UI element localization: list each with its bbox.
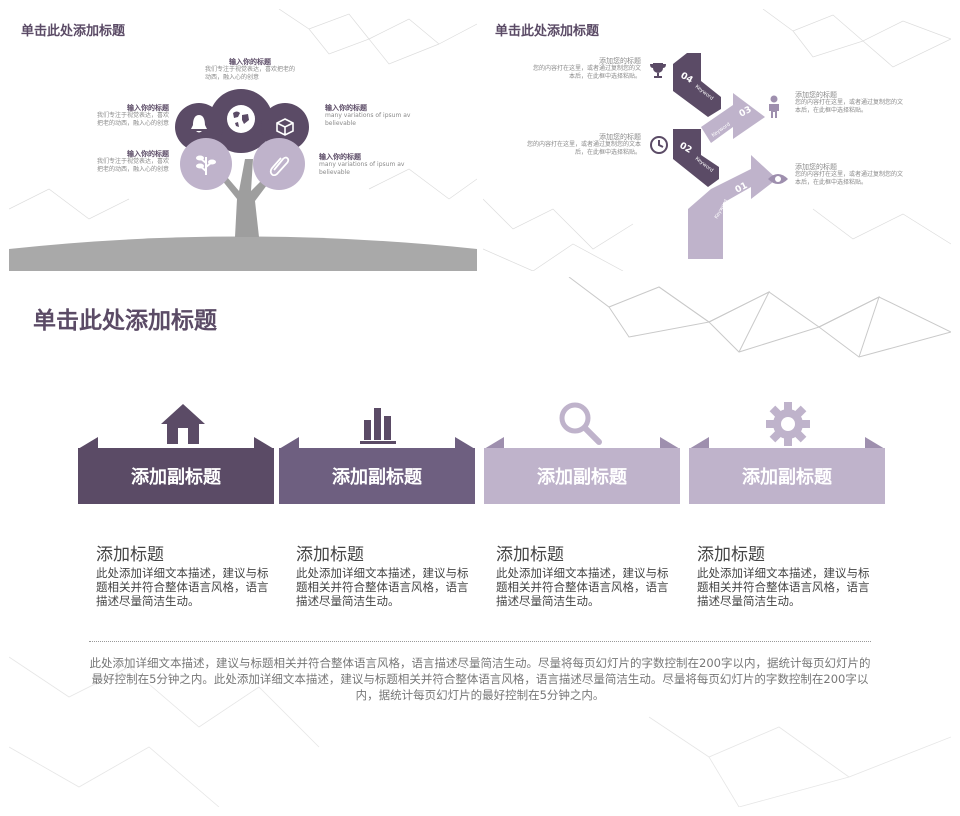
step-text-lower-left: 添加您的标题您的内容打在这里，或者通过复制您的文本后，在此框中选择粘贴。 [526, 133, 641, 156]
globe-icon [227, 105, 255, 133]
text-column-4: 添加标题 此处添加详细文本描述，建议与标题相关并符合整体语言风格，语言描述尽量简… [697, 545, 877, 608]
trophy-icon [650, 63, 666, 78]
tree-trunk [221, 159, 270, 237]
ground-hill [9, 236, 477, 271]
eye-icon [768, 174, 788, 184]
ribbon-fold-1 [78, 437, 274, 449]
column-heading: 添加标题 [296, 545, 364, 565]
background-network-pattern [9, 277, 951, 807]
bar-chart-icon [360, 408, 396, 444]
text-column-2: 添加标题 此处添加详细文本描述，建议与标题相关并符合整体语言风格，语言描述尽量简… [296, 545, 476, 608]
column-body: 此处添加详细文本描述，建议与标题相关并符合整体语言风格，语言描述尽量简洁生动。 [697, 566, 870, 608]
magnifier-icon [559, 402, 602, 445]
leaf-icon [196, 155, 216, 175]
column-heading: 添加标题 [496, 545, 564, 565]
step-02-arrow [673, 129, 719, 187]
ribbon-fold-4 [689, 437, 885, 449]
step-03-arrow [701, 93, 765, 143]
column-body: 此处添加详细文本描述，建议与标题相关并符合整体语言风格，语言描述尽量简洁生动。 [96, 566, 269, 608]
subtitle-label-3: 添加副标题 [484, 448, 680, 504]
slide-staircase-arrows[interactable]: 单击此处添加标题 04 Keyword 03 Keyword 02 Keywor… [483, 9, 951, 271]
box-icon [276, 118, 294, 136]
subtitle-label-1: 添加副标题 [78, 448, 274, 504]
step-text-upper-right: 添加您的标题您的内容打在这里，或者通过复制您的文本后，在此框中选择粘贴。 [795, 91, 904, 114]
person-icon [769, 95, 779, 118]
text-column-3: 添加标题 此处添加详细文本描述，建议与标题相关并符合整体语言风格，语言描述尽量简… [496, 545, 676, 608]
house-icon [161, 404, 205, 444]
tree-item-left-lower: 输入你的标题我们专注于视觉表达，喜欢把老的动西，融入心的创意 [97, 150, 170, 173]
paperclip-icon [269, 156, 290, 176]
step-04-arrow [673, 53, 721, 117]
tree-graphic [9, 89, 477, 271]
slide-title: 单击此处添加标题 [495, 24, 600, 39]
background-network-pattern [483, 9, 951, 271]
subtitle-label-2: 添加副标题 [279, 448, 475, 504]
dotted-divider [89, 641, 871, 642]
subtitle-ribbon-2[interactable]: 添加副标题 [279, 437, 475, 514]
text-column-1: 添加标题 此处添加详细文本描述，建议与标题相关并符合整体语言风格，语言描述尽量简… [96, 545, 276, 608]
subtitle-label-4: 添加副标题 [689, 448, 885, 504]
slide-tree-infographic[interactable]: 单击此处添加标题 输入你的标题我们专注于视觉表达，喜欢把老的动西，融入心的创意 … [9, 9, 477, 271]
step-01-arrow [688, 155, 777, 259]
step-text-lower-right: 添加您的标题您的内容打在这里，或者通过复制您的文本后，在此框中选择粘贴。 [795, 163, 904, 186]
tree-item-top: 输入你的标题我们专注于视觉表达，喜欢把老的动西，融入心的创意 [205, 58, 296, 81]
tree-item-left-upper: 输入你的标题我们专注于视觉表达，喜欢把老的动西，融入心的创意 [97, 104, 170, 127]
bell-icon [191, 115, 207, 133]
summary-paragraph: 此处添加详细文本描述，建议与标题相关并符合整体语言风格，语言描述尽量简洁生动。尽… [89, 656, 871, 702]
slide-four-ribbons[interactable]: 单击此处添加标题 添加副标题 添加副标题 [9, 277, 951, 807]
ribbon-fold-3 [484, 437, 680, 449]
column-heading: 添加标题 [697, 545, 765, 565]
clock-icon [650, 136, 668, 154]
step-text-top-left: 添加您的标题您的内容打在这里，或者通过复制您的文本后，在此框中选择粘贴。 [532, 57, 641, 80]
staircase-arrow-graphic: 04 Keyword 03 Keyword 02 Keyword 01 Keyw… [673, 53, 777, 259]
ribbon-fold-2 [279, 437, 475, 449]
column-body: 此处添加详细文本描述，建议与标题相关并符合整体语言风格，语言描述尽量简洁生动。 [296, 566, 469, 608]
subtitle-ribbon-3[interactable]: 添加副标题 [484, 437, 680, 514]
gear-icon [766, 402, 810, 446]
slide-title: 单击此处添加标题 [21, 24, 126, 39]
subtitle-ribbon-4[interactable]: 添加副标题 [689, 437, 885, 514]
background-network-pattern [9, 9, 477, 220]
column-heading: 添加标题 [96, 545, 164, 565]
slide-title: 单击此处添加标题 [33, 308, 217, 334]
column-body: 此处添加详细文本描述，建议与标题相关并符合整体语言风格，语言描述尽量简洁生动。 [496, 566, 669, 608]
subtitle-ribbon-1[interactable]: 添加副标题 [78, 437, 274, 514]
